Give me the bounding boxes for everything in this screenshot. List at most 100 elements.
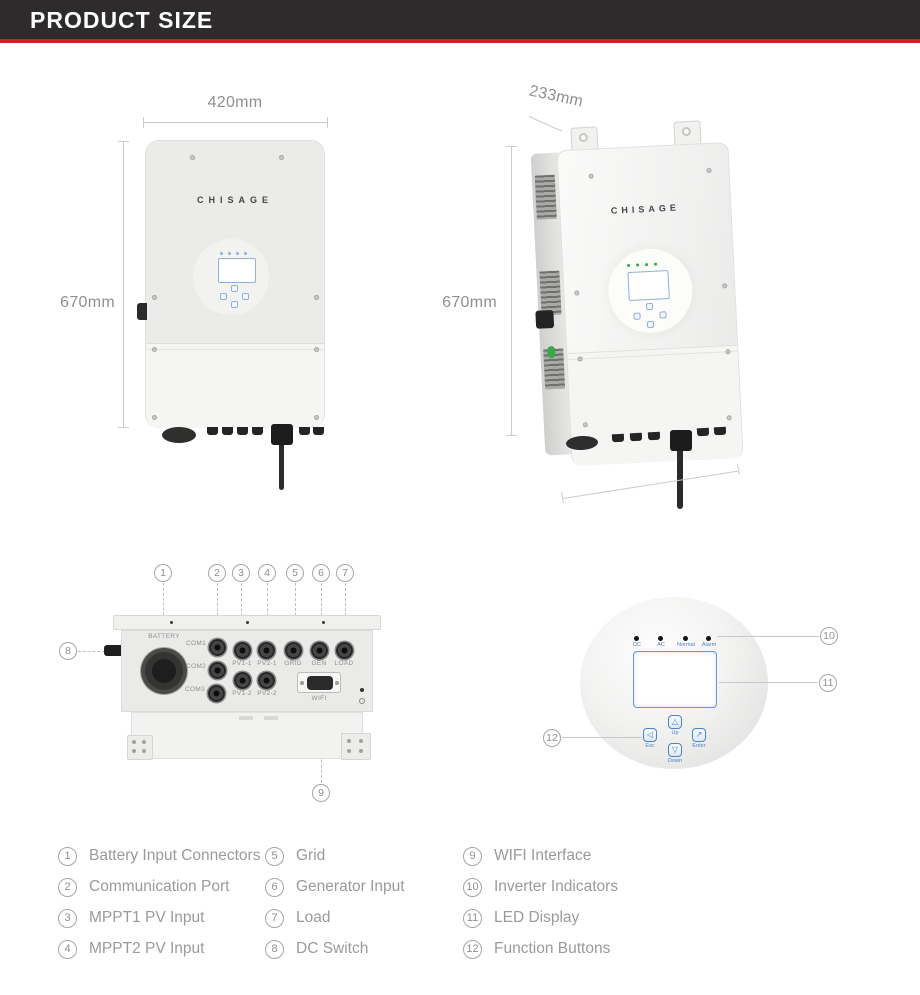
bracket-hole	[359, 739, 363, 743]
dimension-tick	[118, 141, 129, 142]
dimension-tick	[506, 435, 517, 436]
screw	[722, 283, 728, 289]
com2-label: COM2	[186, 663, 206, 670]
rating-mark	[264, 716, 278, 720]
dc-switch-knob-side	[535, 309, 555, 329]
leader-line	[562, 737, 642, 738]
callout-8: 8	[59, 642, 77, 660]
load-label: LOAD	[334, 660, 354, 667]
enter-glyph: ↗	[695, 730, 703, 739]
wifi-port-plate	[297, 672, 341, 693]
ac-led-label: AC	[657, 642, 665, 648]
wifi-port	[307, 676, 333, 690]
legend-number: 1	[58, 846, 77, 866]
pv1-1-label: PV1-1	[232, 660, 252, 667]
grid-label: GRID	[284, 660, 302, 667]
down-button-small	[231, 301, 238, 308]
screw	[279, 155, 284, 160]
side-bottom-dimension-line	[562, 470, 738, 499]
battery-port-inner	[145, 652, 183, 690]
dc-switch-handle	[104, 645, 121, 656]
connector-nub	[222, 427, 233, 435]
side-depth-label: 233mm	[527, 82, 585, 111]
dc-switch-knob	[137, 303, 147, 320]
legend-number: 4	[58, 939, 77, 959]
down-button-small	[646, 320, 655, 329]
power-led-green	[547, 345, 556, 359]
legend-number: 6	[265, 877, 284, 897]
legend-item-4: 4 MPPT2 PV Input	[58, 939, 204, 959]
legend-item-1: 1 Battery Input Connectors	[58, 846, 260, 866]
legend-number: 7	[265, 908, 284, 928]
legend-label: Battery Input Connectors	[89, 847, 261, 864]
dimension-tick	[118, 427, 129, 428]
esc-button: ◁	[643, 728, 657, 742]
front-height-dimension-line	[123, 141, 124, 428]
alarm-led-label: Alarm	[701, 642, 717, 648]
connector-nub	[237, 427, 248, 435]
legend-item-11: 11 LED Display	[463, 908, 579, 928]
callout-2: 2	[208, 564, 226, 582]
heatsink-fins	[534, 174, 557, 220]
front-lcd-screen	[218, 258, 256, 283]
indicator-dot	[220, 252, 223, 255]
leader-line	[78, 651, 105, 652]
bracket-hole	[347, 739, 351, 743]
legend-number: 2	[58, 877, 77, 897]
bracket-hole	[132, 749, 136, 753]
connector-nub	[252, 427, 263, 435]
battery-port	[141, 648, 187, 694]
legend-label: Grid	[296, 847, 326, 864]
esc-button-small	[220, 293, 227, 300]
battery-gland	[162, 427, 196, 443]
legend-number: 8	[265, 939, 284, 959]
wall-bracket	[127, 735, 153, 760]
connector-nub	[713, 426, 727, 436]
connector-nub	[207, 427, 218, 435]
esc-glyph: ◁	[646, 730, 654, 739]
legend-label: DC Switch	[296, 940, 369, 957]
brand-logo: CHISAGE	[196, 195, 273, 205]
brand-logo: CHISAGE	[610, 202, 681, 216]
dimension-tick	[737, 463, 740, 476]
alarm-led	[706, 636, 711, 641]
legend-label: Load	[296, 909, 331, 926]
front-width-label: 420mm	[207, 94, 263, 111]
side-lcd-screen	[627, 270, 670, 302]
front-seam-line	[146, 349, 324, 350]
wifi-screw	[300, 681, 304, 685]
power-cable	[279, 445, 284, 490]
bracket-hole	[578, 132, 589, 143]
heatsink-fins	[539, 270, 562, 316]
legend-number: 9	[463, 846, 482, 866]
dimension-tick	[506, 146, 517, 147]
legend-item-10: 10 Inverter Indicators	[463, 877, 618, 897]
leader-line	[295, 583, 296, 646]
callout-6: 6	[312, 564, 330, 582]
legend-item-9: 9 WIFI Interface	[463, 846, 591, 866]
pv2-2-port	[258, 672, 275, 689]
bracket-hole	[142, 749, 146, 753]
page-title: PRODUCT SIZE	[30, 7, 214, 33]
callout-12: 12	[543, 729, 561, 747]
com1-label: COM1	[186, 640, 206, 647]
indicator-dot	[236, 252, 239, 255]
up-button-small	[645, 302, 654, 311]
legend-item-5: 5 Grid	[265, 846, 325, 866]
front-lower-cover	[146, 343, 324, 428]
connector-nub	[313, 427, 324, 435]
side-height-dimension-line	[511, 146, 512, 436]
com3-port	[208, 685, 225, 702]
front-height-label: 670mm	[60, 294, 115, 311]
battery-port-label: BATTERY	[148, 633, 180, 640]
inverter-front-view: CHISAGE	[137, 140, 325, 428]
grid-port	[285, 642, 302, 659]
down-button: ▽	[668, 743, 682, 757]
wifi-label: WIFI	[311, 695, 327, 702]
screw-dot	[322, 621, 325, 624]
pv2-1-port	[258, 642, 275, 659]
legend-label: LED Display	[494, 909, 580, 926]
bracket-hole	[132, 740, 136, 744]
callout-4: 4	[258, 564, 276, 582]
